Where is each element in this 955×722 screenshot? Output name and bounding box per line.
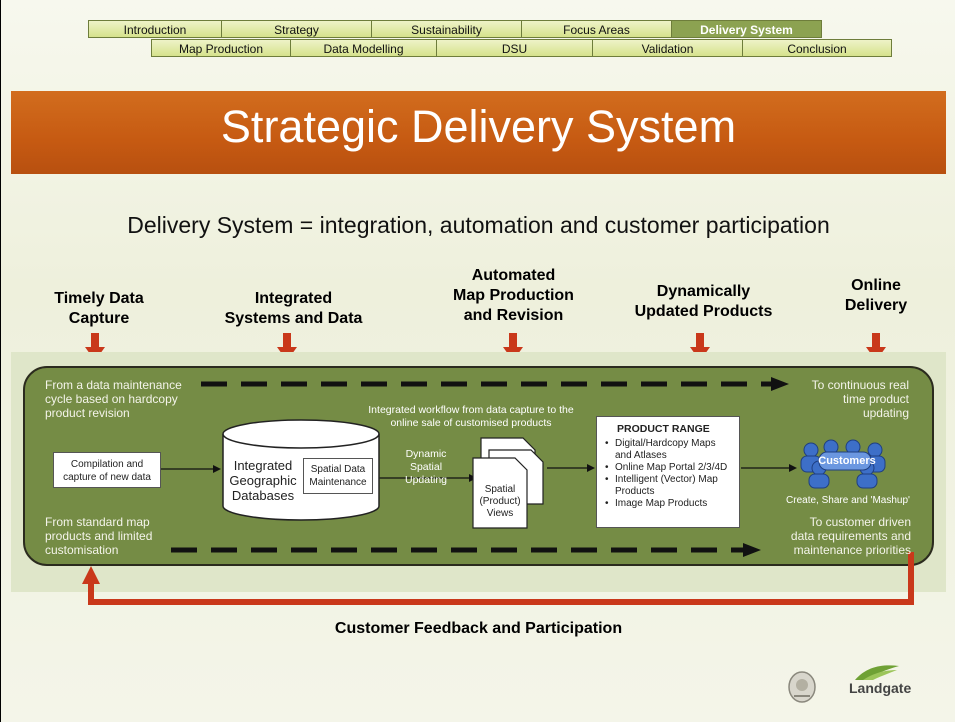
text-line: (Product): [479, 496, 521, 507]
text-line: From standard map: [45, 515, 150, 529]
arrow-head-icon: [213, 465, 221, 473]
tab-conclusion[interactable]: Conclusion: [742, 39, 892, 57]
stage-line: Systems and Data: [224, 310, 363, 327]
text-line: Integrated workflow from data capture to…: [368, 404, 574, 416]
stage-line: Capture: [68, 310, 130, 327]
maintenance-box: Spatial Data Maintenance: [303, 458, 373, 494]
landgate-leaf-icon: [855, 665, 899, 680]
product-range-box: PRODUCT RANGE •Digital/Hardcopy Maps and…: [596, 416, 740, 528]
stage-line: Online: [851, 277, 901, 294]
text-line: maintenance priorities: [793, 543, 911, 557]
stage-line: and Revision: [463, 307, 564, 324]
text-line: Integrated: [233, 458, 293, 473]
top-left-text: From a data maintenance cycle based on h…: [45, 378, 182, 420]
tab-strategy[interactable]: Strategy: [221, 20, 372, 38]
stage-line: Dynamically: [656, 283, 751, 300]
text-line: products and limited: [45, 529, 153, 543]
text-line: Spatial: [484, 484, 516, 495]
text-line: capture of new data: [63, 472, 151, 483]
text-line: To customer driven: [809, 515, 911, 529]
feedback-caption: Customer Feedback and Participation: [334, 620, 623, 637]
text-line: From a data maintenance: [45, 378, 182, 392]
tab-sustainability[interactable]: Sustainability: [371, 20, 522, 38]
views-label: Spatial (Product) Views: [473, 484, 527, 520]
list-item: •Intelligent (Vector) Map Products: [605, 474, 735, 498]
text-line: Compilation and: [70, 459, 144, 470]
text-line: Spatial: [409, 461, 443, 473]
text-line: Dynamic: [405, 448, 447, 460]
tab-delivery-system[interactable]: Delivery System: [671, 20, 822, 38]
nav-row-secondary: Map Production Data Modelling DSU Valida…: [151, 39, 892, 57]
text-line: Updating: [404, 474, 448, 486]
text-line: time product updating: [842, 392, 909, 420]
product-range-title: PRODUCT RANGE: [617, 423, 710, 435]
subtitle: Delivery System = integration, automatio…: [127, 212, 830, 238]
tab-data-modelling[interactable]: Data Modelling: [290, 39, 437, 57]
workflow-caption: Integrated workflow from data capture to…: [341, 404, 601, 430]
text-line: customisation: [45, 543, 119, 557]
bottom-right-text: To customer driven data requirements and…: [777, 515, 911, 557]
tab-map-production[interactable]: Map Production: [151, 39, 291, 57]
arrow-head-icon: [82, 566, 100, 584]
text-line: Geographic: [229, 473, 297, 488]
compilation-box: Compilation and capture of new data: [53, 452, 161, 488]
text-line: Maintenance: [309, 477, 367, 488]
customers-label: Customers: [818, 455, 876, 467]
product-item: Online Map Portal 2/3/4D: [615, 462, 728, 473]
landgate-logo: Landgate: [849, 680, 912, 696]
text-line: product revision: [45, 406, 130, 420]
text-line: Views: [486, 508, 514, 519]
stage-automated-map-production: Automated Map Production and Revision: [431, 266, 596, 326]
dynamic-updating-label: Dynamic Spatial Updating: [391, 448, 461, 487]
stage-dynamically-updated-products: Dynamically Updated Products: [616, 282, 791, 322]
stage-line: Updated Products: [634, 303, 773, 320]
tab-introduction[interactable]: Introduction: [88, 20, 222, 38]
text-line: data requirements and: [790, 529, 911, 543]
stage-line: Integrated: [254, 290, 333, 307]
stage-online-delivery: Online Delivery: [821, 276, 931, 316]
list-item: •Digital/Hardcopy Maps and Atlases: [605, 438, 735, 462]
stage-line: Delivery: [844, 297, 908, 314]
database-cylinder: [222, 419, 380, 521]
arrow-head-icon: [789, 464, 797, 472]
stage-line: Automated: [471, 267, 556, 284]
arrow-head-icon: [743, 543, 761, 557]
feedback-loop: [82, 552, 914, 605]
text-line: online sale of customised products: [390, 417, 552, 429]
customers-caption: Create, Share and 'Mashup': [786, 495, 910, 506]
bottom-left-text: From standard map products and limited c…: [45, 515, 152, 557]
crest-icon: [788, 671, 816, 703]
tab-dsu[interactable]: DSU: [436, 39, 593, 57]
list-item: •Online Map Portal 2/3/4D: [605, 462, 735, 474]
top-right-text: To continuous real time product updating: [797, 378, 909, 420]
stage-line: Timely Data: [54, 290, 144, 307]
stage-line: Map Production: [453, 287, 574, 304]
product-item: Image Map Products: [615, 498, 708, 509]
stage-timely-data-capture: Timely Data Capture: [29, 289, 169, 329]
product-item: Intelligent (Vector) Map Products: [615, 474, 718, 497]
arrow-head-icon: [771, 377, 789, 391]
list-item: •Image Map Products: [605, 498, 735, 510]
tab-validation[interactable]: Validation: [592, 39, 743, 57]
stage-integrated-systems: Integrated Systems and Data: [201, 289, 386, 329]
arrow-head-icon: [587, 464, 595, 472]
text-line: Spatial Data: [310, 464, 366, 475]
customers-group-icon: [800, 439, 886, 489]
text-line: Databases: [231, 488, 295, 503]
database-label: Integrated Geographic Databases: [223, 458, 303, 503]
title-band: Strategic Delivery System: [11, 91, 946, 174]
text-line: cycle based on hardcopy: [45, 392, 178, 406]
product-item: Digital/Hardcopy Maps and Atlases: [615, 438, 716, 461]
tab-focus-areas[interactable]: Focus Areas: [521, 20, 672, 38]
product-views-stack: [472, 437, 544, 529]
text-line: To continuous real: [811, 378, 909, 392]
nav-row-primary: Introduction Strategy Sustainability Foc…: [88, 20, 822, 38]
page-title: Strategic Delivery System: [220, 101, 737, 152]
